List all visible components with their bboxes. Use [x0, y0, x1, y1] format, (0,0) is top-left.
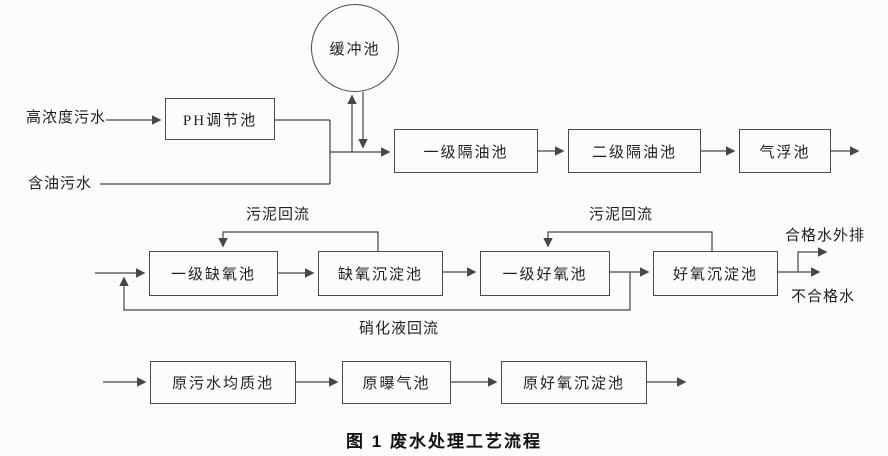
- label-unqualified-water: 不合格水: [791, 289, 856, 305]
- node-raw-equalization-pool: 原污水均质池: [150, 361, 296, 404]
- label-inlet-high-concentration: 高浓度污水: [26, 110, 107, 126]
- line-sludge-return-left: [218, 231, 379, 251]
- node-oil-separation-2: 二级隔油池: [568, 129, 701, 173]
- node-aerobic-pool-1: 一级好氧池: [480, 251, 610, 296]
- line-nitrified-liquid-return: [119, 272, 631, 311]
- label-nitrified-liquid-return: 硝化液回流: [359, 321, 440, 337]
- arrow-qualified-out: [797, 247, 828, 272]
- label-sludge-return-left: 污泥回流: [246, 207, 311, 223]
- node-anoxic-sed-pool: 缺氧沉淀池: [318, 251, 443, 296]
- node-aerobic-sed-pool: 好氧沉淀池: [653, 251, 778, 296]
- node-ph-adjust-pool: PH调节池: [165, 98, 275, 140]
- node-anoxic-pool-1: 一级缺氧池: [149, 251, 278, 296]
- label-qualified-water-out: 合格水外排: [785, 228, 866, 244]
- node-raw-aerobic-sed-pool: 原好氧沉淀池: [501, 361, 647, 404]
- node-buffer-pool: 缓冲池: [311, 4, 399, 92]
- line-sludge-return-right: [543, 231, 713, 251]
- label-sludge-return-right: 污泥回流: [589, 207, 654, 223]
- label-inlet-oily-water: 含油污水: [28, 176, 93, 192]
- node-oil-separation-1: 一级隔油池: [394, 129, 538, 173]
- node-raw-aeration-pool: 原曝气池: [342, 361, 451, 404]
- node-flotation-pool: 气浮池: [739, 129, 831, 173]
- figure-caption: 图 1 废水处理工艺流程: [346, 432, 542, 451]
